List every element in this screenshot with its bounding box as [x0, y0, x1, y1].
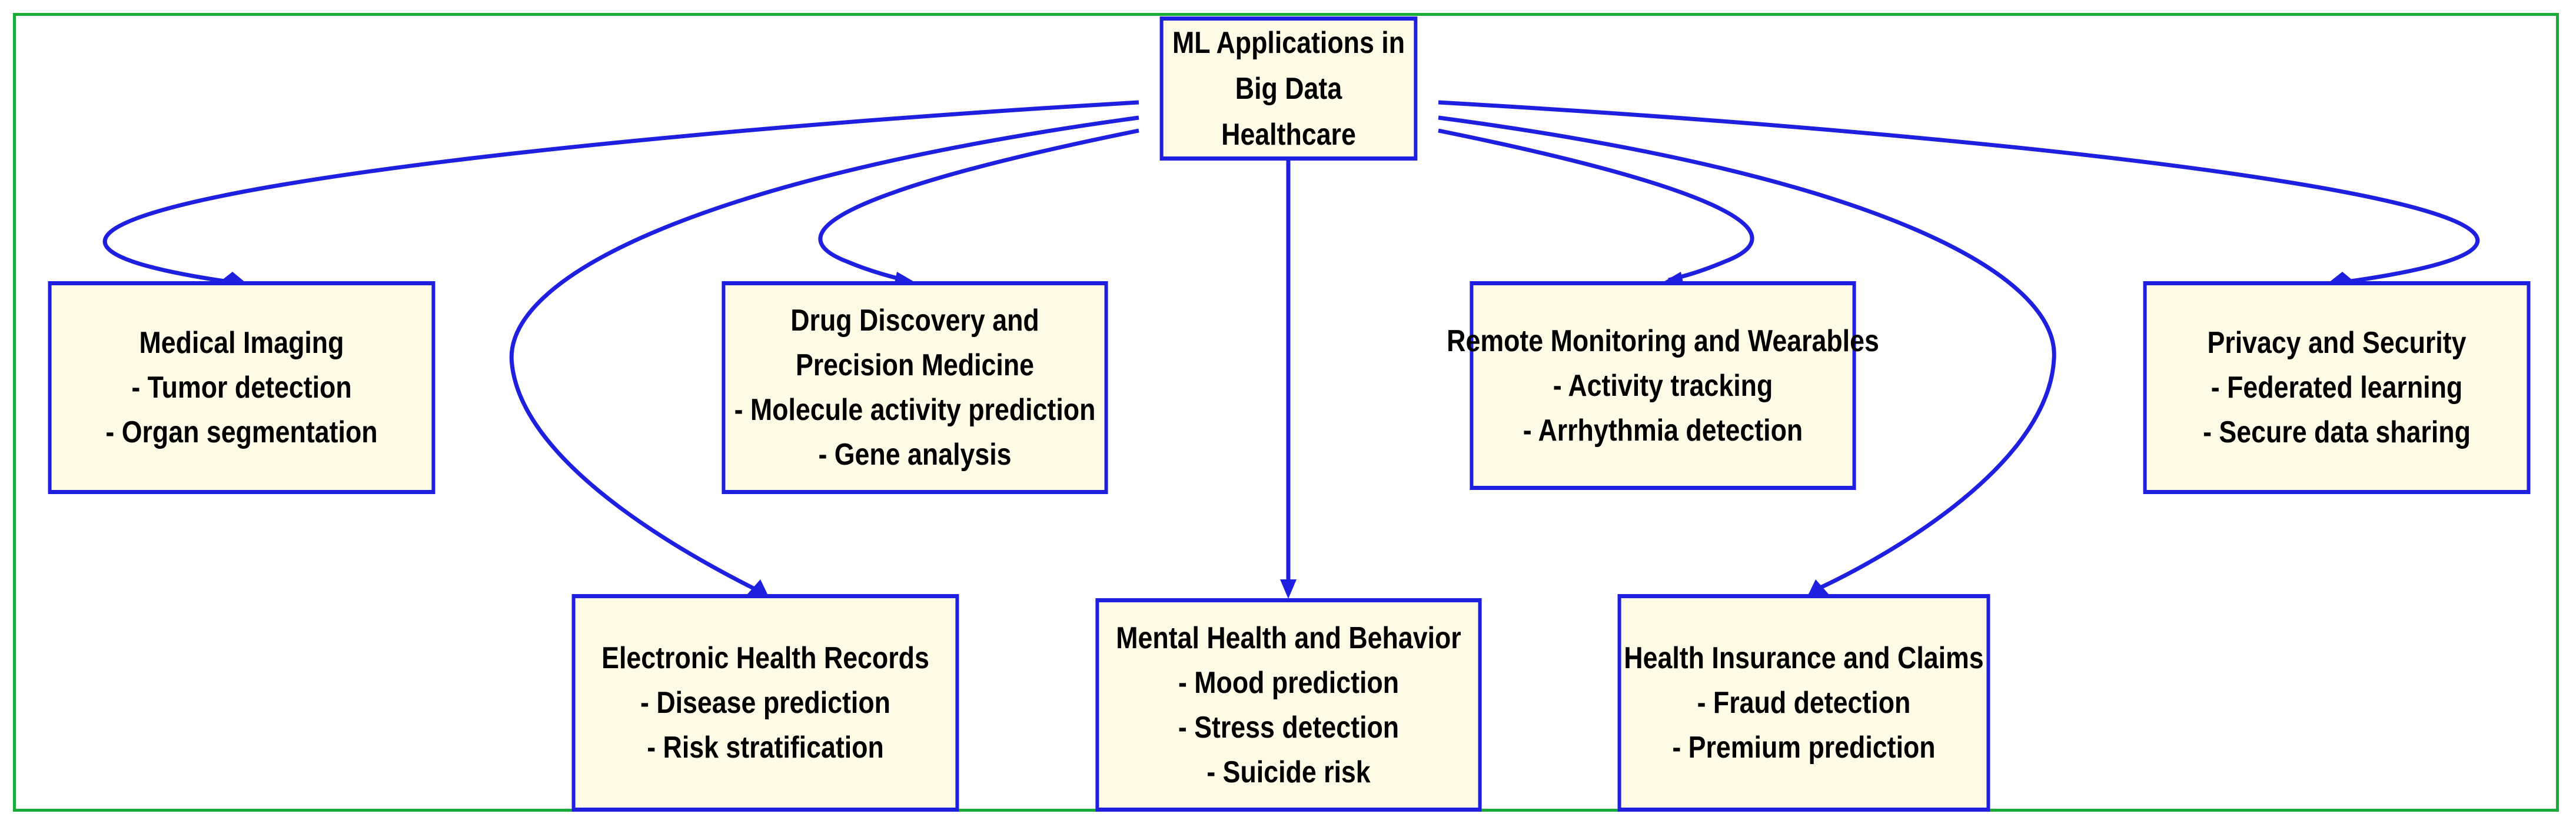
- node-title: Medical Imaging: [139, 326, 344, 360]
- node-title: Privacy and Security: [2207, 326, 2467, 360]
- node-mental-health: Mental Health and Behavior - Mood predic…: [1095, 598, 1482, 812]
- node-electronic-health-records: Electronic Health Records - Disease pred…: [571, 594, 959, 812]
- edge-root-to-medical-imaging: [102, 100, 1139, 285]
- arrowhead-electronic-health-records: [747, 579, 768, 595]
- node-drug-discovery: Drug Discovery and Precision Medicine - …: [722, 281, 1108, 494]
- node-privacy-security: Privacy and Security - Federated learnin…: [2143, 281, 2531, 494]
- node-item: - Molecule activity prediction: [734, 393, 1096, 427]
- node-item: - Organ segmentation: [105, 415, 378, 449]
- node-title: Electronic Health Records: [601, 641, 929, 675]
- node-item: - Federated learning: [2211, 371, 2463, 405]
- node-item: - Risk stratification: [647, 731, 884, 765]
- node-item: - Mood prediction: [1178, 665, 1400, 700]
- node-item: - Fraud detection: [1697, 686, 1911, 720]
- root-node-title: ML Applications in Big Data Healthcare: [1172, 25, 1405, 152]
- node-item: - Stress detection: [1178, 710, 1400, 745]
- node-item: - Disease prediction: [640, 686, 890, 720]
- arrowhead-health-insurance: [1808, 579, 1829, 595]
- node-remote-monitoring: Remote Monitoring and Wearables - Activi…: [1447, 281, 1879, 490]
- node-item: - Suicide risk: [1206, 755, 1371, 789]
- arrowhead-mental-health: [1280, 579, 1297, 599]
- edge-root-to-drug-discovery: [818, 128, 1139, 284]
- node-item: - Activity tracking: [1553, 368, 1773, 403]
- root-node: ML Applications in Big Data Healthcare: [1159, 16, 1418, 161]
- node-item: - Tumor detection: [131, 371, 352, 405]
- node-item: - Secure data sharing: [2203, 415, 2471, 449]
- node-health-insurance: Health Insurance and Claims - Fraud dete…: [1617, 594, 1990, 812]
- node-title: Health Insurance and Claims: [1624, 641, 1984, 675]
- edge-root-to-electronic-health-records: [509, 115, 1139, 593]
- node-title: Drug Discovery and Precision Medicine: [790, 304, 1039, 382]
- node-item: - Arrhythmia detection: [1523, 413, 1803, 448]
- node-item: - Premium prediction: [1672, 731, 1936, 765]
- node-title: Mental Health and Behavior: [1116, 621, 1461, 655]
- node-item: - Gene analysis: [818, 438, 1012, 472]
- edge-root-to-remote-monitoring: [1438, 128, 1754, 282]
- edge-root-to-privacy-security: [1438, 100, 2480, 285]
- edge-root-to-health-insurance: [1438, 115, 2056, 593]
- node-medical-imaging: Medical Imaging - Tumor detection - Orga…: [48, 281, 436, 494]
- node-title: Remote Monitoring and Wearables: [1447, 324, 1879, 358]
